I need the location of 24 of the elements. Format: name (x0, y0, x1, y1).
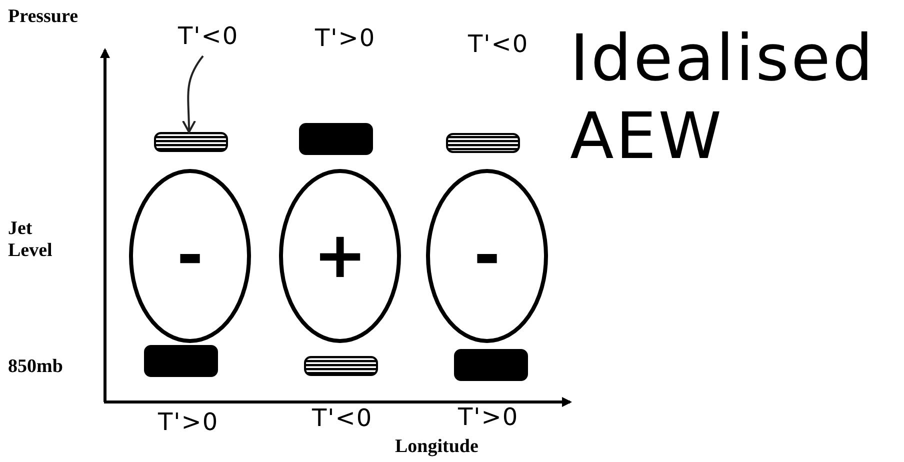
level-label: 850mb (8, 356, 63, 378)
solid-bar (454, 349, 528, 381)
temperature-anomaly-label: T'<0 (312, 404, 373, 432)
anomaly-ellipse (128, 168, 252, 344)
axis-title: Longitude (395, 436, 478, 458)
hatched-bar (154, 132, 228, 152)
hatched-bar (446, 133, 520, 153)
solid-bar (144, 345, 218, 377)
axis-title: Pressure (8, 6, 78, 28)
sign-symbol: + (313, 224, 367, 288)
sign-symbol: - (176, 224, 204, 288)
level-label: Jet Level (8, 218, 54, 262)
temperature-anomaly-label: T'>0 (458, 403, 519, 431)
temperature-anomaly-label: T'>0 (315, 24, 376, 52)
sign-symbol: - (474, 224, 500, 288)
temperature-anomaly-label: T'<0 (178, 22, 239, 50)
temperature-anomaly-label: T'>0 (158, 408, 219, 436)
solid-bar (299, 123, 373, 155)
anomaly-ellipse (425, 168, 549, 344)
hatched-bar (304, 356, 378, 376)
handwritten-title: Idealised AEW (570, 21, 870, 176)
temperature-anomaly-label: T'<0 (468, 30, 529, 58)
anomaly-ellipse (278, 168, 402, 344)
leader-arrow (182, 55, 204, 133)
